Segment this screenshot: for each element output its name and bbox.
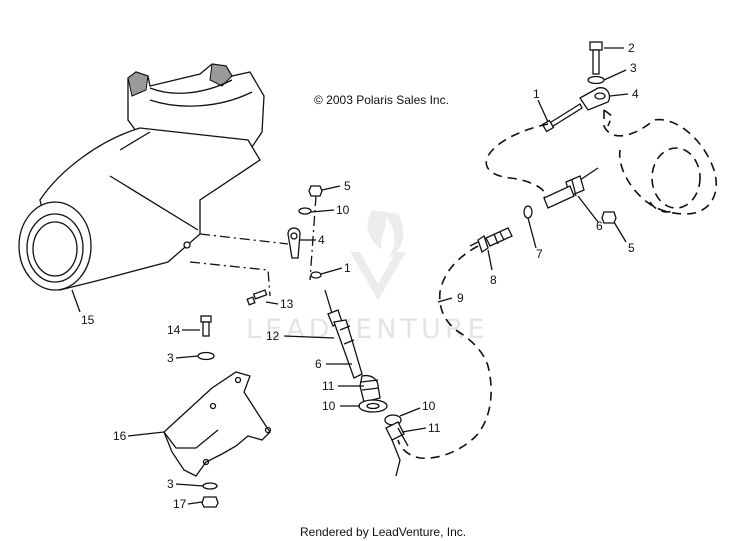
nut-5-right: [601, 211, 617, 224]
washer-10-center: [298, 207, 312, 215]
nut-1-center: [310, 271, 322, 279]
callout-leaders: [71, 47, 629, 505]
cable-fitting-11: [359, 374, 381, 403]
callout-numbers: 15 16 14 3 3 17 13 4 5 10 1 12 6 11 10 1…: [81, 41, 639, 511]
bellcrank-housing-phantom: [603, 109, 718, 215]
bolt-13: [246, 289, 268, 306]
callout-6-right: 6: [596, 219, 603, 233]
footer-text: Rendered by LeadVenture, Inc.: [300, 525, 466, 539]
cable-12: [324, 289, 363, 379]
callout-4-right: 4: [632, 87, 639, 101]
callout-4-center: 4: [318, 233, 325, 247]
cable-routing-9: [397, 123, 549, 460]
rod-end-4-right: [579, 87, 611, 111]
washer-3-upper: [197, 351, 215, 361]
callout-14: 14: [167, 323, 181, 337]
swingarm-housing: [18, 63, 265, 291]
callout-3-left-lower: 3: [167, 477, 174, 491]
callout-1-right: 1: [533, 87, 540, 101]
adjuster-8: [469, 227, 513, 254]
watermark-text: LEADVENTURE: [246, 314, 489, 345]
callout-3-right: 3: [630, 61, 637, 75]
bolt-2: [589, 41, 603, 75]
cable-6-right: [543, 167, 599, 209]
washer-3-right: [587, 75, 605, 85]
copyright-text: © 2003 Polaris Sales Inc.: [314, 93, 449, 107]
callout-17: 17: [173, 497, 187, 511]
nut-17: [201, 496, 219, 508]
callout-8: 8: [490, 273, 497, 287]
leadventure-watermark: LEADVENTURE: [246, 210, 489, 345]
washer-3-lower: [202, 482, 218, 490]
callout-1-center: 1: [344, 261, 351, 275]
callout-11-lower: 11: [428, 421, 441, 435]
callout-7: 7: [536, 247, 543, 261]
callout-10-center: 10: [322, 399, 336, 413]
callout-5-right: 5: [628, 241, 635, 255]
bolt-14: [200, 315, 212, 337]
callout-10-upper: 10: [336, 203, 350, 217]
callout-12: 12: [266, 329, 280, 343]
callout-10-lower: 10: [422, 399, 436, 413]
nut-5-center: [308, 185, 323, 197]
callout-9: 9: [457, 291, 464, 305]
clip-11-lower: [385, 421, 409, 477]
grommet-10-center: [358, 399, 388, 413]
callout-6-center: 6: [315, 357, 322, 371]
leader-lines: [189, 195, 317, 297]
washer-7: [523, 205, 533, 219]
rod-1-right: [541, 103, 583, 133]
callout-5-center: 5: [344, 179, 351, 193]
callout-13: 13: [280, 297, 294, 311]
callout-11-center: 11: [322, 379, 335, 393]
mounting-bracket: [163, 371, 272, 477]
callout-16: 16: [113, 429, 127, 443]
rod-end-4-center: [287, 227, 301, 259]
callout-15: 15: [81, 313, 95, 327]
callout-3-left-upper: 3: [167, 351, 174, 365]
callout-2: 2: [628, 41, 635, 55]
